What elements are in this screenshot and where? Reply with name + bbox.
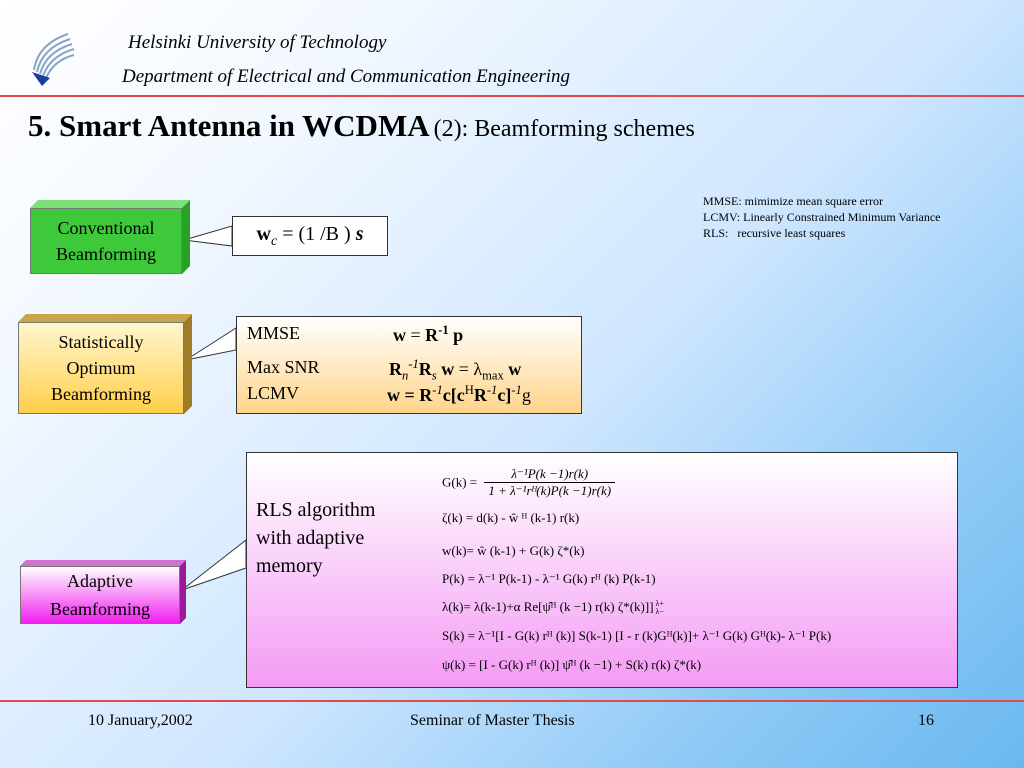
rls-label-line2: with adaptive bbox=[256, 527, 365, 549]
rls-gain-numerator: λ⁻¹P(k −1)r(k) bbox=[484, 466, 616, 483]
lcmv-formula: w = R-1c[cHR-1c]-1g bbox=[387, 383, 531, 405]
statistical-line1: Statistically bbox=[58, 332, 144, 352]
conventional-line2: Beamforming bbox=[56, 244, 156, 264]
footer-date: 10 January,2002 bbox=[88, 712, 193, 729]
rls-eq-error: ζ(k) = d(k) - ŵ ᴴ (k-1) r(k) bbox=[442, 510, 580, 525]
department-name: Department of Electrical and Communicati… bbox=[122, 66, 571, 87]
rls-label: RLS algorithm with adaptive memory bbox=[256, 496, 375, 580]
rls-eq-gain: G(k) = λ⁻¹P(k −1)r(k) 1 + λ⁻¹rᴴ(k)P(k −1… bbox=[442, 466, 616, 499]
conventional-formula-box: wc = (1 /B ) s bbox=[232, 216, 388, 256]
statistical-line2: Optimum bbox=[66, 358, 136, 378]
rls-gain-denominator: 1 + λ⁻¹rᴴ(k)P(k −1)r(k) bbox=[488, 483, 612, 498]
mmse-label: MMSE bbox=[247, 323, 301, 343]
university-logo-icon bbox=[32, 33, 75, 86]
university-name: Helsinki University of Technology bbox=[128, 32, 387, 53]
footer-seminar: Seminar of Master Thesis bbox=[410, 712, 575, 729]
lcmv-label: LCMV bbox=[247, 383, 300, 403]
footer-page-number: 16 bbox=[918, 712, 934, 729]
cf-w: w bbox=[256, 222, 271, 245]
cf-c: c bbox=[270, 233, 278, 249]
rls-eq-psi: ψ(k) = [I - G(k) rᴴ (k)] ψ̂ᴴ (k −1) + S(… bbox=[442, 657, 702, 672]
adaptive-line1: Adaptive bbox=[67, 571, 133, 591]
rls-eq-p: P(k) = λ⁻¹ P(k-1) - λ⁻¹ G(k) rᴴ (k) P(k-… bbox=[442, 571, 656, 586]
rls-eq-lambda: λ(k)= λ(k-1)+α Re[ψ̂ᴴ (k −1) r(k) ζ*(k)]… bbox=[442, 599, 664, 617]
page-title: 5. Smart Antenna in WCDMA (2): Beamformi… bbox=[28, 108, 695, 144]
cf-eq: = (1 /B ) bbox=[277, 222, 356, 245]
statistical-beamforming-box: Statistically Optimum Beamforming bbox=[18, 314, 192, 414]
optimum-formula-box: MMSE w = R-1 p Max SNR Rn-1Rs w = λmax w… bbox=[236, 316, 582, 414]
header-divider bbox=[0, 95, 1024, 97]
note-rls: RLS: recursive least squares bbox=[703, 226, 846, 240]
rls-eq-weight: w(k)= ŵ (k-1) + G(k) ζ*(k) bbox=[442, 543, 585, 558]
title-suffix: (2): Beamforming schemes bbox=[433, 116, 695, 142]
maxsnr-formula: Rn-1Rs w = λmax w bbox=[389, 357, 522, 383]
note-mmse: MMSE: mimimize mean square error bbox=[703, 194, 883, 208]
statistical-line3: Beamforming bbox=[51, 384, 151, 404]
note-lcmv: LCMV: Linearly Constrained Minimum Varia… bbox=[703, 210, 941, 224]
conventional-line1: Conventional bbox=[57, 218, 155, 238]
cf-s: s bbox=[355, 222, 364, 245]
rls-formula-box bbox=[246, 452, 958, 688]
rls-label-line3: memory bbox=[256, 555, 323, 577]
rls-label-line1: RLS algorithm bbox=[256, 499, 376, 521]
rls-eq-s: S(k) = λ⁻¹[I - G(k) rᴴ (k)] S(k-1) [I - … bbox=[442, 628, 832, 643]
adaptive-line2: Beamforming bbox=[50, 599, 150, 619]
abbreviation-notes: MMSE: mimimize mean square error LCMV: L… bbox=[703, 193, 941, 241]
maxsnr-label: Max SNR bbox=[247, 357, 320, 377]
conventional-beamforming-box: Conventional Beamforming bbox=[30, 200, 190, 274]
title-main: 5. Smart Antenna in WCDMA bbox=[28, 108, 430, 143]
footer-divider bbox=[0, 700, 1024, 702]
adaptive-beamforming-box: Adaptive Beamforming bbox=[20, 560, 186, 624]
mmse-formula: w = R-1 p bbox=[393, 323, 464, 345]
